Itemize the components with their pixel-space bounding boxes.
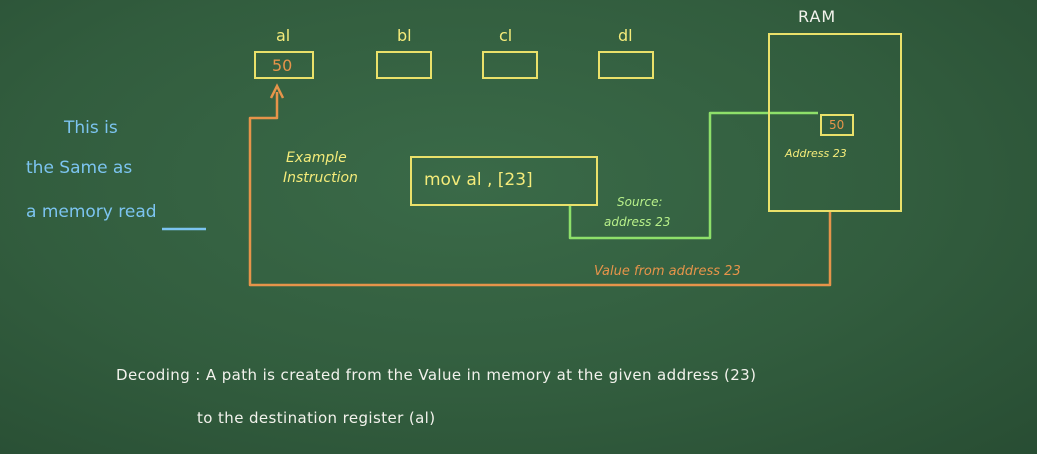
instruction-label-line1: Example <box>286 150 347 166</box>
register-box-dl <box>598 51 654 79</box>
register-label-dl: dl <box>618 26 633 45</box>
register-box-cl <box>482 51 538 79</box>
source-label-line1: Source: <box>617 195 663 209</box>
source-label-line2: address 23 <box>604 215 671 229</box>
side-note-line3-prefix: a memory <box>26 202 119 222</box>
instruction-box: mov al , [23] <box>410 156 598 206</box>
instruction-label-line2: Instruction <box>283 170 358 186</box>
side-note-line3: a memory read <box>26 202 157 222</box>
ram-cell-value: 50 <box>829 118 845 132</box>
register-box-bl <box>376 51 432 79</box>
register-label-cl: cl <box>499 26 513 45</box>
side-note-line1: This is <box>64 118 118 138</box>
ram-cell-address-label: Address 23 <box>785 147 847 160</box>
ram-cell: 50 <box>820 114 854 136</box>
register-label-bl: bl <box>397 26 412 45</box>
ram-label: RAM <box>798 7 837 26</box>
register-value-al: 50 <box>272 56 293 75</box>
value-path-arrowhead <box>269 83 285 99</box>
side-note-read: read <box>118 202 157 222</box>
register-box-al: 50 <box>254 51 314 79</box>
value-path-label: Value from address 23 <box>594 264 741 279</box>
side-note-line2: the Same as <box>26 158 133 178</box>
ram-box: 50 Address 23 <box>768 33 902 212</box>
decoding-line1: Decoding : A path is created from the Va… <box>116 366 757 384</box>
register-label-al: al <box>276 26 291 45</box>
source-path-line <box>568 111 818 240</box>
instruction-text: mov al , [23] <box>424 170 533 190</box>
value-path-line <box>248 92 832 287</box>
decoding-line2: to the destination register (al) <box>197 409 436 427</box>
